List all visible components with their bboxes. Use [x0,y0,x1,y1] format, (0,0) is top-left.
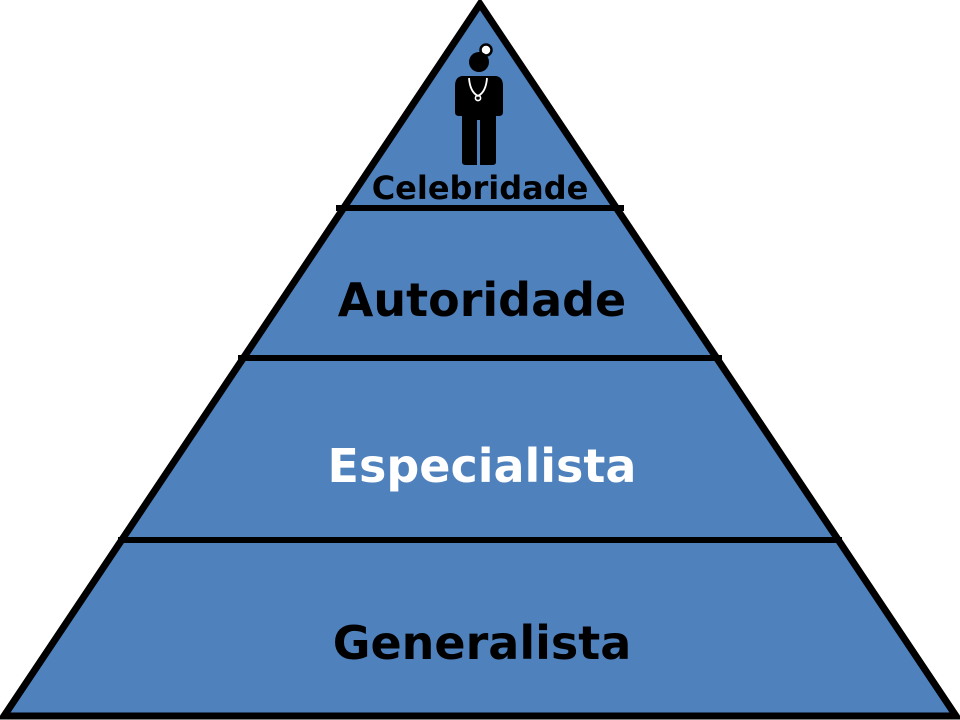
level-label-generalista: Generalista [333,616,632,670]
level-label-celebridade: Celebridade [372,169,589,207]
level-label-especialista: Especialista [328,439,637,493]
level-label-autoridade: Autoridade [338,273,627,327]
doctor-icon [455,43,503,166]
